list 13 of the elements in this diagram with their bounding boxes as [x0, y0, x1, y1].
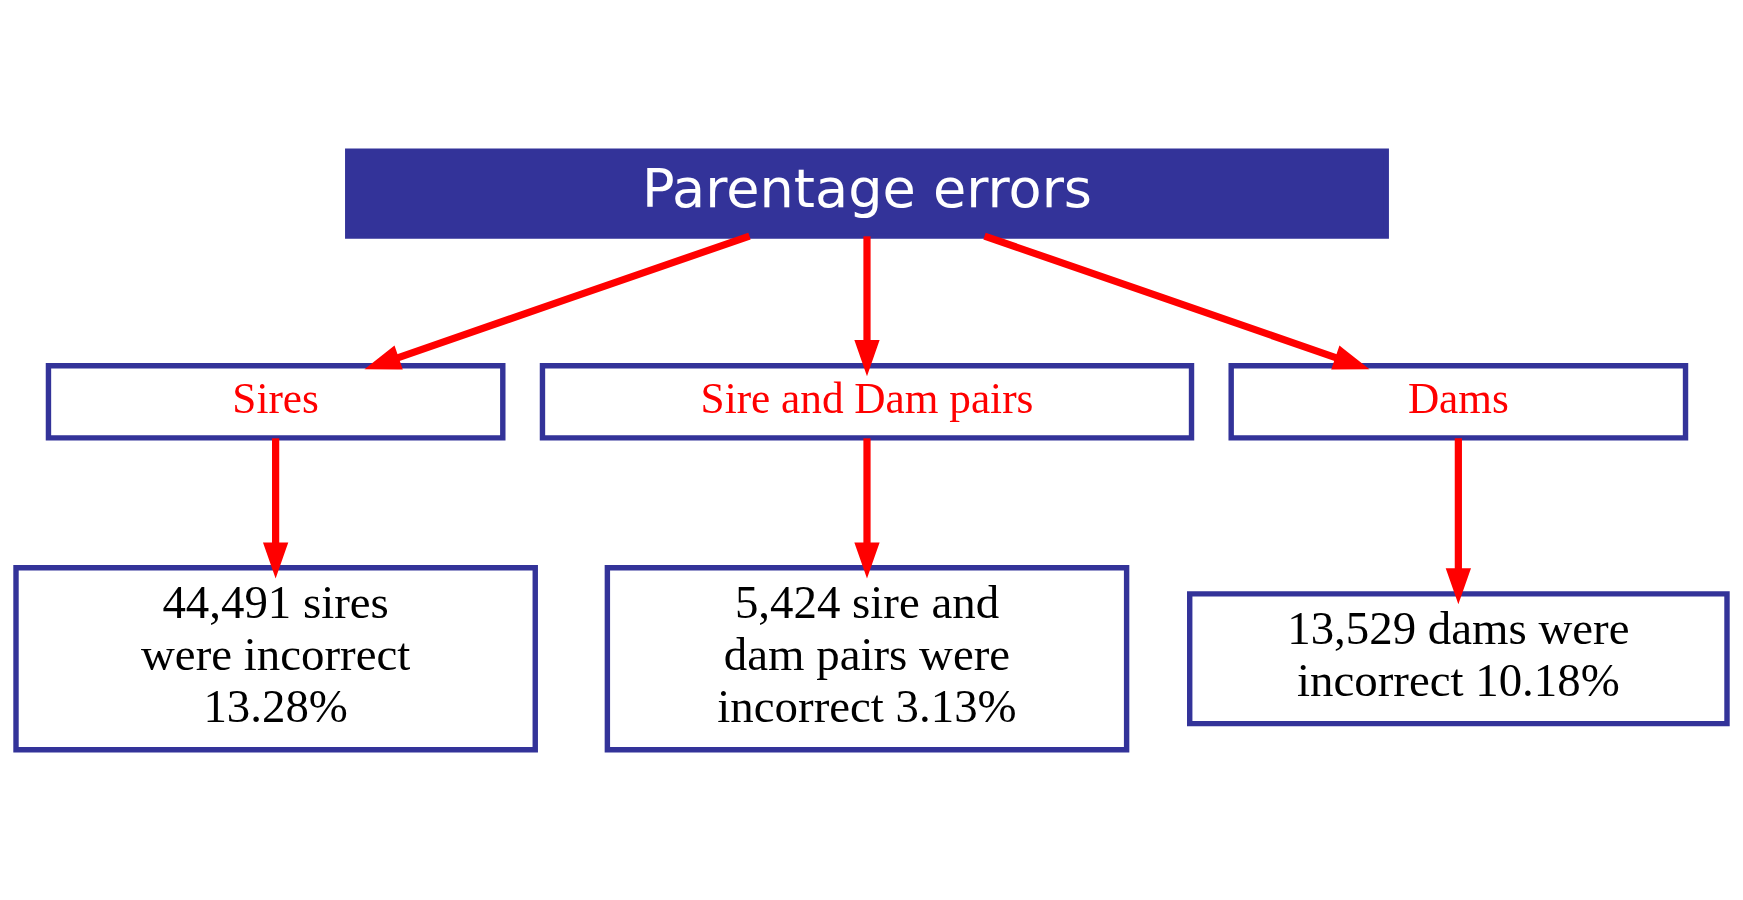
- node-box: 13,529 dams were incorrect 10.18%: [1187, 590, 1730, 726]
- node-box: Dams: [1228, 362, 1689, 441]
- arrow: [854, 437, 880, 579]
- arrow: [854, 235, 880, 376]
- node-box: 44,491 sires were incorrect 13.28%: [13, 564, 538, 752]
- arrow: [1445, 437, 1471, 604]
- arrow: [983, 232, 1370, 369]
- node-box: Parentage errors: [345, 148, 1389, 239]
- node-box: Sire and Dam pairs: [539, 362, 1195, 441]
- node-box: 5,424 sire and dam pairs were incorrect 3.13%: [604, 564, 1130, 752]
- arrow: [364, 232, 751, 369]
- arrow: [262, 437, 289, 579]
- node-box: Sires: [45, 362, 506, 441]
